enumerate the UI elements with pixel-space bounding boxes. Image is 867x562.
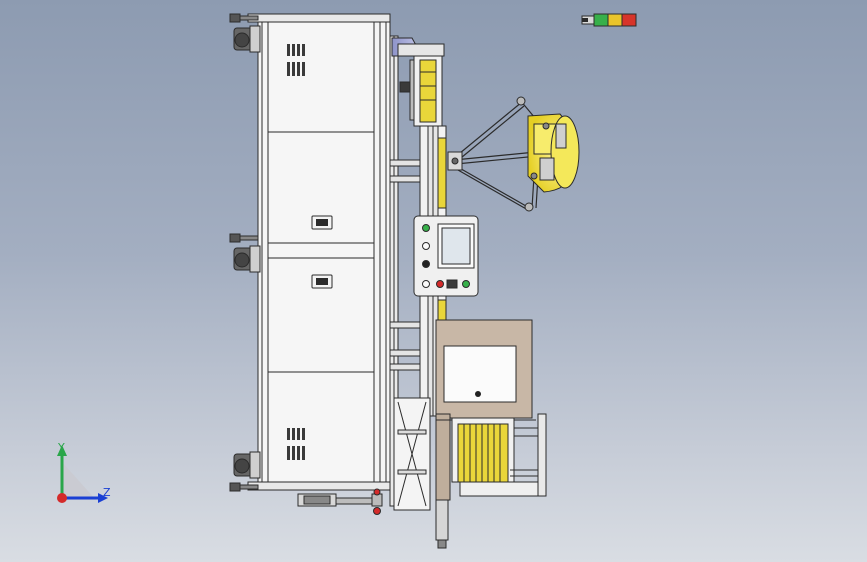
orientation-triad (57, 445, 108, 503)
caster-top (229, 13, 261, 53)
green-indicator-light (422, 224, 430, 232)
bottom-cylinder (297, 488, 383, 515)
vent-grille-top (287, 44, 305, 76)
linear-axis-upper (413, 55, 443, 127)
tray-stack (451, 413, 547, 497)
yellow-rail-upper (437, 137, 447, 209)
control-panel[interactable] (413, 215, 479, 297)
z-axis-label: Z (103, 486, 111, 499)
lower-guard-frame (393, 397, 431, 511)
selector-switch[interactable] (422, 242, 430, 250)
y-axis-label: Y (58, 441, 65, 454)
signal-tower (581, 13, 637, 27)
cabinet-frame[interactable] (247, 13, 391, 491)
vent-grille-bottom (287, 428, 305, 460)
signal-light-yellow (607, 13, 623, 27)
black-pushbutton[interactable] (422, 260, 430, 268)
delta-robot[interactable] (447, 96, 580, 212)
signal-light-green (593, 13, 609, 27)
key-switch[interactable] (446, 279, 458, 289)
hmi-touchscreen[interactable] (441, 227, 471, 265)
lower-cylinder (435, 499, 449, 549)
green-start-button[interactable] (462, 280, 470, 288)
caster-middle (229, 233, 261, 273)
signal-light-red (621, 13, 637, 27)
white-pushbutton[interactable] (422, 280, 430, 288)
red-stop-button[interactable] (436, 280, 444, 288)
caster-bottom (229, 451, 261, 492)
